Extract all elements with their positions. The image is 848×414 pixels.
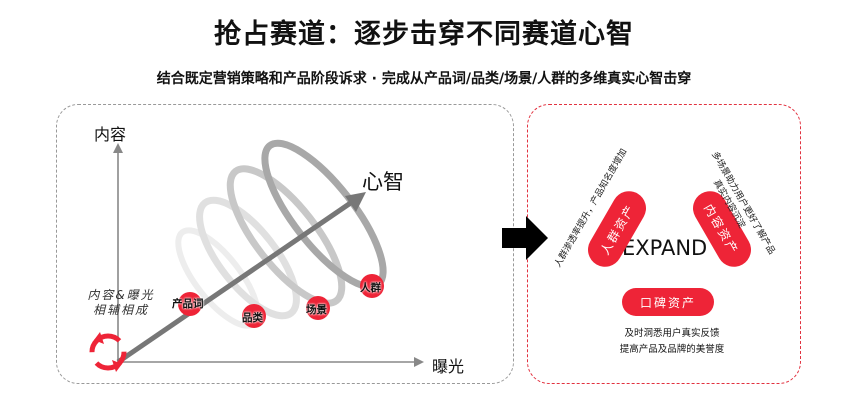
note-line-1: 内容&曝光	[87, 288, 155, 302]
page-title: 抢占赛道：逐步击穿不同赛道心智	[214, 19, 634, 50]
expand-label: EXPAND	[622, 236, 708, 260]
stage-dot-3	[306, 296, 330, 320]
bottom-caption-2: 提高产品及品牌的美誉度	[619, 344, 725, 355]
note-line-2: 相辅相成	[92, 303, 149, 317]
stage-dot-4	[360, 274, 384, 298]
right-arrow-icon	[502, 216, 548, 260]
arrow-label: 心智	[362, 170, 404, 194]
stage-dot-1	[178, 292, 202, 316]
page-subtitle: 结合既定营销策略和产品阶段诉求 · 完成从产品词/品类/场景/人群的多维真实心智…	[156, 71, 692, 87]
axis-x-label: 曝光	[432, 357, 465, 376]
stage-label-2: 品类	[242, 312, 263, 324]
growth-arrow	[116, 199, 354, 365]
cycle-icon	[89, 332, 127, 372]
stage-label-3: 场景	[306, 304, 327, 316]
bottom-caption: 及时洞悉用户真实反馈 提高产品及品牌的美誉度	[590, 326, 754, 358]
growth-arrowhead	[345, 192, 366, 212]
y-axis-arrowhead	[113, 143, 123, 153]
stage-dot-2	[242, 304, 266, 328]
pill-reputation-assets: 口碑资产	[622, 288, 714, 316]
note-text: 内容&曝光 相辅相成	[78, 288, 164, 318]
bottom-caption-1: 及时洞悉用户真实反馈	[624, 328, 720, 339]
stage-label-4: 人群	[360, 282, 381, 294]
x-axis-arrowhead	[414, 357, 424, 367]
stage-label-1: 产品词	[172, 298, 204, 310]
axis-y-label: 内容	[94, 125, 127, 144]
